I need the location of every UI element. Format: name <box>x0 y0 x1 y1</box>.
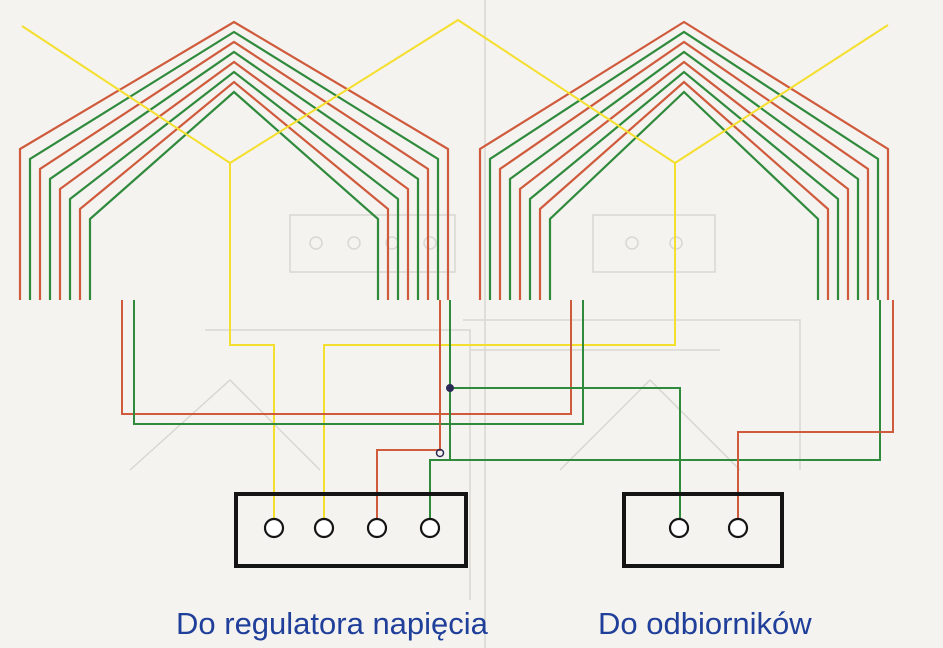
coil-wire <box>478 20 890 300</box>
faint-line <box>289 214 456 273</box>
faint-terminal <box>347 236 361 250</box>
terminal-circle <box>366 517 388 539</box>
coil-wire <box>58 60 410 300</box>
coil-wire <box>28 30 440 300</box>
regulator-terminal-box <box>234 492 468 568</box>
terminal-boxes <box>234 492 784 568</box>
junction-dot <box>446 384 454 392</box>
junction-dots <box>435 384 454 458</box>
faint-line <box>592 214 716 273</box>
lead-wire <box>133 300 584 425</box>
terminal-circle <box>313 517 335 539</box>
coil-wire <box>18 20 450 300</box>
yellow-wire <box>229 163 275 520</box>
faint-line <box>205 329 471 600</box>
coil-wire <box>488 30 880 300</box>
terminals <box>263 517 749 539</box>
faint-terminal <box>309 236 323 250</box>
regulator-label: Do regulatora napięcia <box>176 606 488 641</box>
receivers-label: Do odbiorników <box>598 606 812 641</box>
junction-dot <box>435 448 445 458</box>
coil-wire <box>508 50 860 300</box>
coil-wire <box>538 80 830 300</box>
lead-wire <box>448 300 881 461</box>
faint-line <box>129 378 321 471</box>
terminal-circle <box>727 517 749 539</box>
faint-line <box>463 319 801 470</box>
coil-wire <box>518 60 850 300</box>
faint-line <box>559 378 741 471</box>
lead-wire <box>737 300 894 520</box>
yellow-wire <box>323 163 676 520</box>
faint-terminal <box>625 236 639 250</box>
left-coil-group <box>18 20 450 300</box>
coil-wire <box>48 50 420 300</box>
faint-terminal <box>423 236 437 250</box>
lead-wire <box>429 388 451 520</box>
coil-wire <box>38 40 430 300</box>
coil-wire <box>78 80 390 300</box>
coil-wire <box>528 70 840 300</box>
yellow-star-winding <box>21 18 889 520</box>
coil-wire <box>68 70 400 300</box>
coil-wire <box>498 40 870 300</box>
receivers-terminal-box <box>622 492 784 568</box>
coil-wire <box>88 90 380 300</box>
terminal-circle <box>668 517 690 539</box>
lead-wire <box>121 300 572 415</box>
coil-wire <box>548 90 820 300</box>
right-coil-group <box>478 20 890 300</box>
lead-wire <box>449 300 681 520</box>
lead-wire <box>376 300 441 520</box>
yellow-wire <box>21 18 889 165</box>
lead-wires <box>121 300 894 520</box>
terminal-circle <box>419 517 441 539</box>
terminal-circle <box>263 517 285 539</box>
